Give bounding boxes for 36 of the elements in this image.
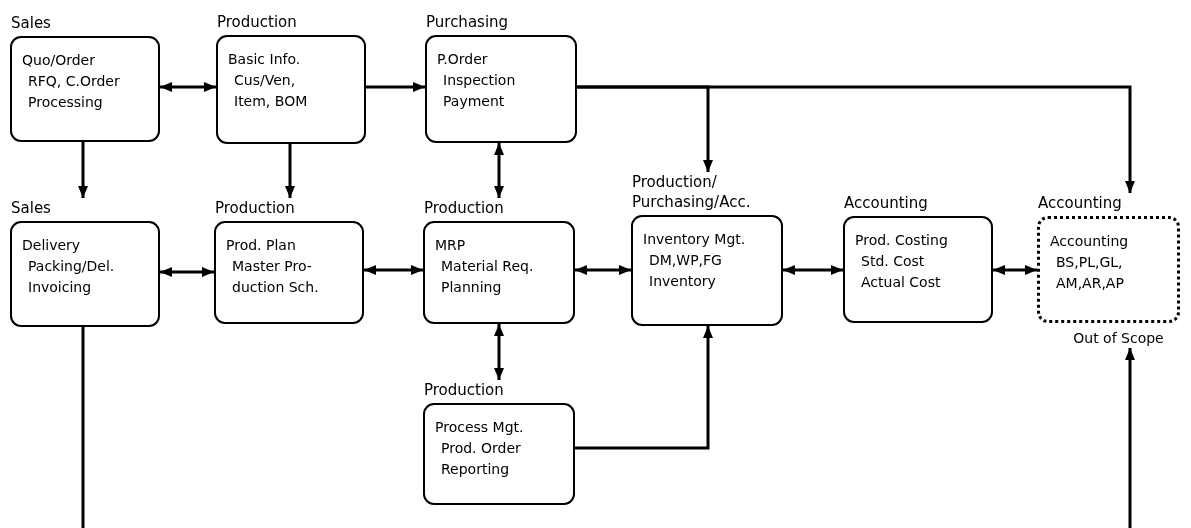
department-label: Accounting xyxy=(843,193,928,213)
arrow xyxy=(364,265,423,275)
arrow xyxy=(783,265,843,275)
process-box: MRP Material Req. Planning xyxy=(423,221,575,324)
out-of-scope-box: Accounting BS,PL,GL, AM,AR,AP xyxy=(1037,216,1180,323)
department-label: Production xyxy=(214,198,295,218)
arrow xyxy=(494,324,504,380)
department-label: Sales xyxy=(10,13,51,33)
arrow xyxy=(494,143,504,198)
department-label: Accounting xyxy=(1037,193,1122,213)
process-box: Basic Info. Cus/Ven, Item, BOM xyxy=(216,35,366,144)
scope-note: Out of Scope xyxy=(1073,329,1164,348)
department-label: Sales xyxy=(10,198,51,218)
department-label: Production xyxy=(423,198,504,218)
department-label: Production xyxy=(423,380,504,400)
arrow xyxy=(993,265,1037,275)
arrow xyxy=(577,85,1135,193)
department-label: Production xyxy=(216,12,297,32)
arrow xyxy=(575,265,631,275)
arrow xyxy=(285,144,295,198)
arrow xyxy=(366,82,425,92)
arrow xyxy=(1125,348,1135,528)
department-label: Purchasing xyxy=(425,12,509,32)
arrow xyxy=(78,142,88,198)
connector-line xyxy=(81,327,85,528)
arrow xyxy=(575,326,713,450)
process-box: Quo/Order RFQ, C.Order Processing xyxy=(10,36,160,142)
arrow xyxy=(160,82,216,92)
process-box: Inventory Mgt. DM,WP,FG Inventory xyxy=(631,215,783,326)
process-box: P.Order Inspection Payment xyxy=(425,35,577,143)
department-label: Production/Purchasing/Acc. xyxy=(631,172,752,212)
arrow xyxy=(160,267,214,277)
process-box: Process Mgt. Prod. Order Reporting xyxy=(423,403,575,505)
process-box: Prod. Costing Std. Cost Actual Cost xyxy=(843,216,993,323)
process-box: Delivery Packing/Del. Invoicing xyxy=(10,221,160,327)
process-box: Prod. Plan Master Pro- duction Sch. xyxy=(214,221,364,324)
